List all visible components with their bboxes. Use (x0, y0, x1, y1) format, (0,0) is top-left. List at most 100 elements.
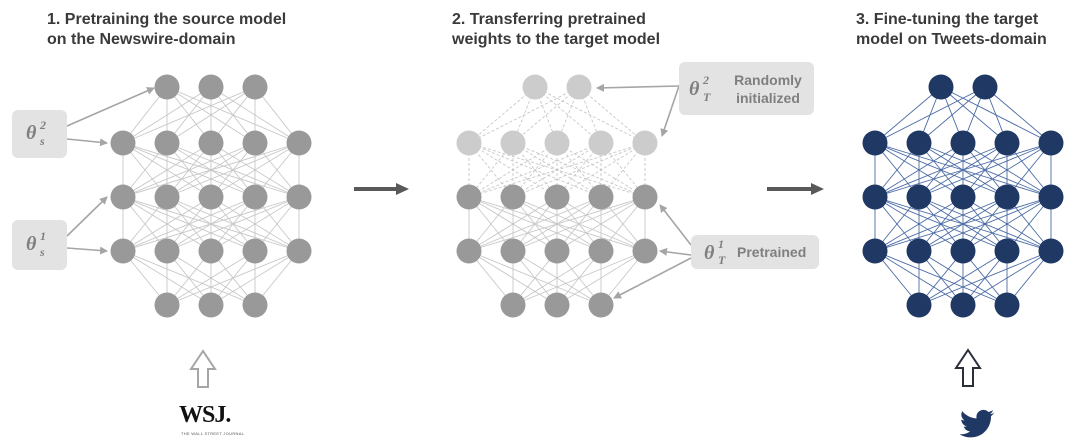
theta-s1-subscript: s (40, 245, 45, 259)
transfer-network-neuron (588, 130, 614, 156)
wsj-data-arrow-icon (189, 349, 217, 388)
source-network-edge (210, 250, 300, 306)
theta-t2-text-line2: initialized (736, 90, 800, 106)
source-network-neuron (242, 292, 268, 318)
source-network-edge (166, 250, 256, 306)
source-network-neuron (242, 130, 268, 156)
transfer-network-neuron (544, 130, 570, 156)
target-network-edge (962, 250, 1052, 306)
source-network-neuron (110, 130, 136, 156)
target-network-neuron (862, 238, 888, 264)
pointer-arrow (66, 246, 108, 255)
target-network-neuron (862, 130, 888, 156)
target-network-edge (962, 142, 1052, 198)
pointer-arrow (659, 247, 692, 256)
transfer-network-edge (468, 196, 602, 252)
target-network-edge (874, 86, 986, 144)
source-network-neuron (198, 74, 224, 100)
transfer-network-neuron (544, 238, 570, 264)
transfer-network-edge (556, 196, 646, 252)
transfer-network-edge (578, 86, 646, 144)
transfer-network-neuron (588, 184, 614, 210)
target-network-neuron (950, 292, 976, 318)
transfer-network-edge (512, 196, 646, 252)
theta-s1-label: θ 1 s (12, 220, 67, 270)
source-network-edge (122, 142, 256, 198)
target-network-neuron (1038, 130, 1064, 156)
target-network-edge (874, 86, 942, 144)
transfer-network-edge (556, 250, 646, 306)
target-network-neuron (994, 130, 1020, 156)
target-network-edge (874, 142, 1052, 198)
target-network-neuron (1038, 184, 1064, 210)
target-network-neuron (972, 74, 998, 100)
source-network-edge (166, 142, 300, 198)
source-network-neuron (154, 74, 180, 100)
theta-s2-label: θ 2 s (12, 110, 67, 158)
theta-s2-subscript: s (40, 134, 45, 148)
transfer-network-neuron (500, 238, 526, 264)
source-network-neuron (110, 184, 136, 210)
source-network-edge (122, 196, 300, 252)
step2-title-line2: weights to the target model (452, 31, 661, 48)
target-network-edge (874, 142, 964, 198)
parameter-pointer-arrows (66, 83, 692, 299)
transfer-network-neuron (588, 292, 614, 318)
source-network-neuron (242, 238, 268, 264)
transfer-network-neuron (632, 130, 658, 156)
transfer-network-neuron (456, 184, 482, 210)
theta-s1-symbol: θ (26, 233, 37, 255)
source-network-edge (210, 196, 300, 252)
source-network-neuron (286, 184, 312, 210)
step-arrow-2 (767, 183, 824, 195)
source-network-edge (166, 86, 256, 144)
theta-t2-label: θ 2 T Randomly initialized (679, 62, 814, 115)
source-network-edge (122, 86, 212, 144)
source-network-neuron (154, 292, 180, 318)
step1-title-line2: on the Newswire-domain (47, 31, 236, 48)
target-network-edge (874, 142, 1008, 198)
transfer-network-edge (468, 142, 646, 198)
target-network-neuron (906, 238, 932, 264)
step-arrow-1 (354, 183, 409, 195)
target-network-neuron (950, 238, 976, 264)
transfer-network-edge (556, 142, 646, 198)
target-network-edge (874, 196, 1052, 252)
pointer-arrow (66, 196, 108, 237)
transfer-network (456, 74, 658, 318)
target-network (862, 74, 1064, 318)
source-network (110, 74, 312, 318)
target-network-neuron (994, 292, 1020, 318)
transfer-network-neuron (522, 74, 548, 100)
transfer-network-edge (468, 142, 602, 198)
source-network-edge (122, 142, 212, 198)
source-network-edge (166, 250, 300, 306)
target-network-neuron (950, 130, 976, 156)
target-network-neuron (928, 74, 954, 100)
source-network-neuron (242, 184, 268, 210)
transfer-network-edge (512, 86, 580, 144)
theta-t2-symbol: θ (689, 78, 700, 100)
theta-t1-superscript: 1 (718, 237, 724, 251)
transfer-network-neuron (456, 238, 482, 264)
theta-t2-subscript: T (703, 90, 711, 104)
transfer-network-neuron (544, 292, 570, 318)
theta-t2-text-line1: Randomly (734, 72, 802, 88)
step3-title-line2: model on Tweets-domain (856, 31, 1047, 48)
target-network-neuron (906, 130, 932, 156)
transfer-network-neuron (500, 130, 526, 156)
wsj-logo-tagline: THE WALL STREET JOURNAL (181, 431, 245, 436)
source-network-neuron (154, 238, 180, 264)
transfer-network-edge (534, 86, 602, 144)
target-network-edge (918, 196, 1052, 252)
target-network-edge (874, 196, 1008, 252)
pointer-arrow (659, 204, 692, 246)
theta-s1-superscript: 1 (40, 229, 46, 243)
source-network-neuron (198, 130, 224, 156)
source-network-neuron (286, 238, 312, 264)
pointer-arrow (596, 83, 680, 92)
pointer-arrow (613, 257, 692, 299)
source-network-neuron (198, 292, 224, 318)
pointer-arrow (66, 138, 108, 147)
